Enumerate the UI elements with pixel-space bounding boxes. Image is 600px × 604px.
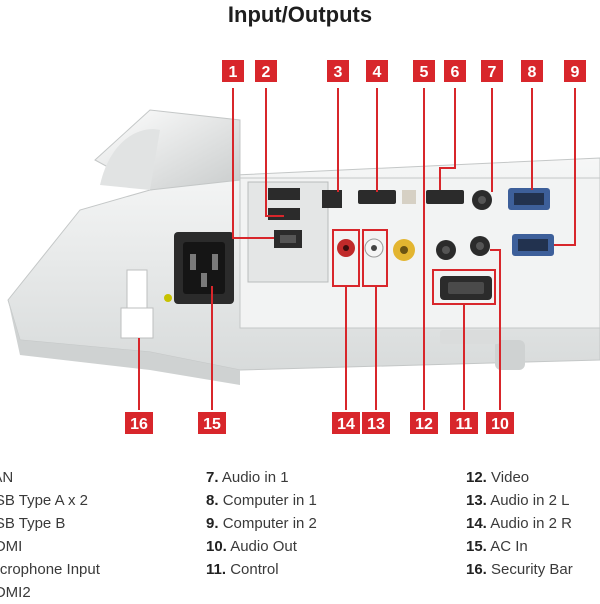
projector-diagram: 1 2 3 4 5 6 7 8 9 10 11 12 [7, 60, 600, 434]
legend-number: 7. [206, 469, 219, 486]
callout-12: 12 [410, 412, 438, 434]
callout-13: 13 [362, 412, 390, 434]
legend-label: Security Bar [491, 561, 573, 578]
callout-14-label: 14 [337, 416, 355, 433]
legend-item-hdmi: HDMI [0, 535, 100, 558]
port-computer-in-1 [508, 188, 550, 210]
legend-item-usb-b: USB Type B [0, 512, 100, 535]
port-video [393, 239, 415, 261]
legend-label: HDMI2 [0, 584, 31, 601]
legend-item-audio-in-1: 7. Audio in 1 [206, 466, 317, 489]
legend-item-usb-a: USB Type A x 2 [0, 489, 100, 512]
port-audio-in-2-l [364, 238, 384, 258]
callout-4-label: 4 [373, 64, 382, 81]
port-audio-in-1 [472, 190, 492, 210]
callout-1: 1 [222, 60, 244, 82]
legend-label: HDMI [0, 538, 23, 555]
legend-item-computer-in-2: 9. Computer in 2 [206, 512, 317, 535]
projector-body [7, 109, 600, 385]
leader-lines [138, 88, 576, 410]
legend-number: 8. [206, 492, 219, 509]
legend-column-1: LAN USB Type A x 2 USB Type B HDMI Micro… [0, 466, 100, 604]
legend-label: Audio in 2 R [490, 515, 572, 532]
callout-16-label: 16 [130, 416, 148, 433]
port-audio-in-2 [436, 240, 456, 260]
legend-number: 10. [206, 538, 227, 555]
legend-item-video: 12. Video [466, 466, 573, 489]
callout-10-label: 10 [491, 416, 509, 433]
port-hdmi2 [426, 190, 464, 204]
callout-12-label: 12 [415, 416, 433, 433]
callout-13-label: 13 [367, 416, 385, 433]
page-title: Input/Outputs [227, 2, 373, 27]
legend-number: 16. [466, 561, 487, 578]
legend-number: 11. [206, 561, 227, 578]
callout-10: 10 [486, 412, 514, 434]
legend-label: USB Type B [0, 515, 66, 532]
legend-item-audio-out: 10. Audio Out [206, 535, 317, 558]
port-control [440, 276, 492, 300]
callout-16: 16 [125, 412, 153, 434]
callout-14: 14 [332, 412, 360, 434]
callout-11-label: 11 [456, 416, 473, 433]
legend-item-security-bar: 16. Security Bar [466, 558, 573, 581]
callout-1-label: 1 [229, 64, 238, 81]
callout-9: 9 [564, 60, 586, 82]
port-lan [274, 230, 302, 248]
legend-item-mic: Microphone Input [0, 558, 100, 581]
callout-15: 15 [198, 412, 226, 434]
ac-inlet [164, 232, 234, 304]
legend-item-hdmi2: HDMI2 [0, 581, 100, 604]
callout-2: 2 [255, 60, 277, 82]
port-usb-b [322, 190, 342, 208]
legend-item-control: 11. Control [206, 558, 317, 581]
callout-7: 7 [481, 60, 503, 82]
callout-3: 3 [327, 60, 349, 82]
legend-item-audio-in-2-r: 14. Audio in 2 R [466, 512, 573, 535]
callout-4: 4 [366, 60, 388, 82]
port-audio-out [470, 236, 490, 256]
port-computer-in-2 [512, 234, 554, 256]
legend-column-2: 7. Audio in 1 8. Computer in 1 9. Comput… [206, 466, 317, 581]
callout-8: 8 [521, 60, 543, 82]
legend-number: 12. [466, 469, 487, 486]
callout-5: 5 [413, 60, 435, 82]
legend-label: Audio Out [230, 538, 297, 555]
callout-3-label: 3 [334, 64, 343, 81]
callout-7-label: 7 [488, 64, 497, 81]
callout-8-label: 8 [528, 64, 537, 81]
legend-number: 14. [466, 515, 487, 532]
legend-number: 15. [466, 538, 487, 555]
callout-5-label: 5 [420, 64, 429, 81]
legend-item-lan: LAN [0, 466, 100, 489]
port-hdmi [358, 190, 396, 204]
callout-6: 6 [444, 60, 466, 82]
legend-label: AC In [490, 538, 528, 555]
callout-11: 11 [450, 412, 478, 434]
port-mic [402, 190, 416, 204]
legend-label: LAN [0, 469, 14, 486]
port-audio-in-2-r [337, 239, 355, 257]
legend-label: Video [491, 469, 530, 486]
callout-9-label: 9 [571, 64, 580, 81]
legend-column-3: 12. Video 13. Audio in 2 L 14. Audio in … [466, 466, 573, 581]
legend-label: Control [230, 561, 279, 578]
legend-number: 9. [206, 515, 219, 532]
callout-2-label: 2 [262, 64, 271, 81]
callout-15-label: 15 [203, 416, 221, 433]
legend-label: Audio in 1 [221, 469, 289, 486]
legend-number: 13. [466, 492, 487, 509]
legend-label: Audio in 2 L [490, 492, 570, 509]
legend-item-computer-in-1: 8. Computer in 1 [206, 489, 317, 512]
legend-label: Computer in 2 [222, 515, 317, 532]
legend-label: USB Type A x 2 [0, 492, 88, 509]
security-bar [120, 269, 154, 339]
legend-item-ac-in: 15. AC In [466, 535, 573, 558]
legend-label: Microphone Input [0, 561, 100, 578]
legend-item-audio-in-2-l: 13. Audio in 2 L [466, 489, 573, 512]
callout-6-label: 6 [451, 64, 460, 81]
legend-label: Computer in 1 [222, 492, 317, 509]
